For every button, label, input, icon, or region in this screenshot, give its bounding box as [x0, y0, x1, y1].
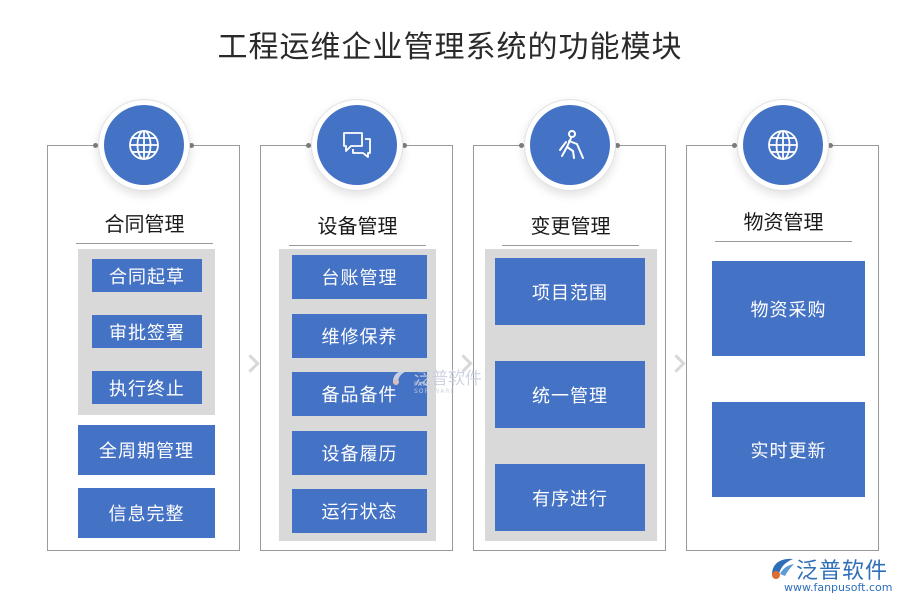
feature-box: 执行终止	[92, 371, 202, 404]
connector-line	[686, 143, 737, 148]
feature-box: 台账管理	[292, 255, 427, 299]
watermark-sub: FANPU SOFTWARE	[414, 381, 456, 395]
watermark: 泛普软件 FANPU SOFTWARE	[390, 364, 482, 395]
brand-name: 泛普软件	[796, 559, 889, 584]
brand-url: www.fanpusoft.com	[784, 581, 893, 594]
page-title: 工程运维企业管理系统的功能模块	[217, 30, 683, 65]
connector-line	[189, 143, 240, 148]
logo-icon	[393, 370, 407, 385]
globe-icon	[742, 105, 823, 185]
feature-box: 信息完整	[78, 488, 215, 538]
connector-line	[47, 143, 98, 148]
chevron-right-icon	[667, 354, 686, 373]
feature-box: 统一管理	[495, 361, 645, 428]
watermark-name: 泛普软件	[414, 369, 482, 389]
module-materials-management: 物资管理 物资采购 实时更新	[686, 105, 879, 551]
module-title: 设备管理	[289, 210, 426, 246]
logo-icon	[772, 558, 794, 579]
feature-box: 维修保养	[292, 314, 427, 358]
person-pushing-icon	[529, 105, 610, 185]
connector-line	[260, 143, 311, 148]
feature-box: 项目范围	[495, 258, 645, 325]
feature-box: 有序进行	[495, 464, 645, 531]
module-equipment-management: 设备管理 台账管理 维修保养 备品备件 设备履历 运行状态	[260, 105, 453, 551]
connector-line	[615, 143, 666, 148]
module-title: 合同管理	[76, 208, 213, 244]
chat-bubbles-icon	[316, 105, 397, 185]
module-title: 变更管理	[502, 210, 639, 246]
module-contract-management: 合同管理 合同起草 审批签署 执行终止 全周期管理 信息完整	[47, 105, 240, 551]
feature-box: 物资采购	[712, 261, 865, 356]
brand-logo: 泛普软件 www.fanpusoft.com	[766, 551, 896, 597]
feature-box: 备品备件	[292, 372, 427, 416]
feature-box: 合同起草	[92, 259, 202, 292]
connector-line	[828, 143, 879, 148]
connector-line	[473, 143, 524, 148]
feature-box: 运行状态	[292, 489, 427, 533]
feature-box: 设备履历	[292, 431, 427, 475]
feature-box: 全周期管理	[78, 425, 215, 475]
module-title: 物资管理	[715, 206, 852, 242]
globe-icon	[103, 105, 184, 185]
feature-box: 审批签署	[92, 315, 202, 348]
chevron-right-icon	[241, 354, 260, 373]
feature-box: 实时更新	[712, 402, 865, 497]
module-change-management: 变更管理 项目范围 统一管理 有序进行	[473, 105, 666, 551]
connector-line	[402, 143, 453, 148]
